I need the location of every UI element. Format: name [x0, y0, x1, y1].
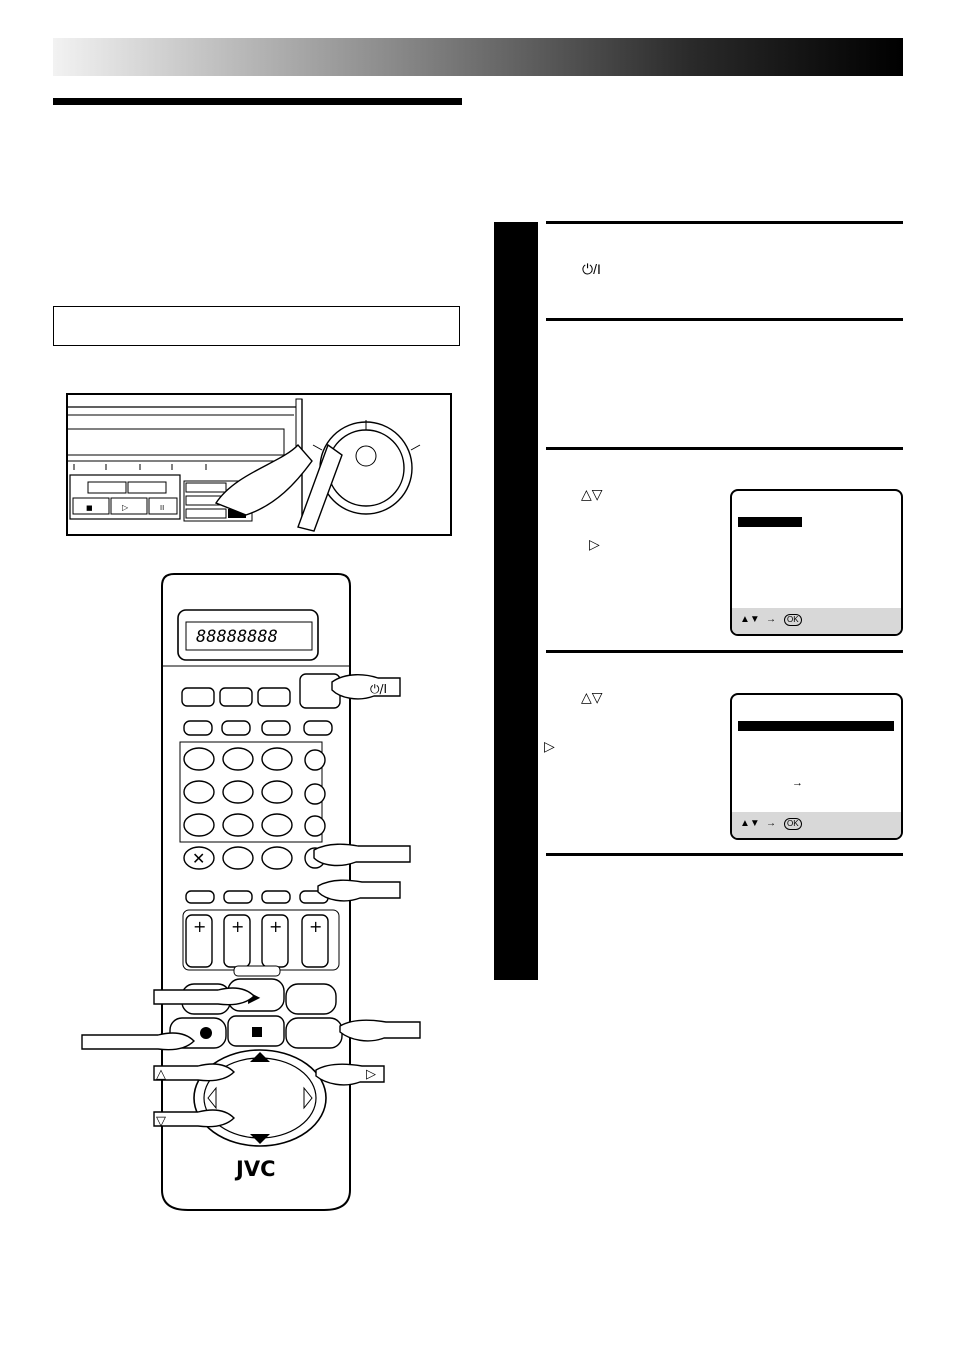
down-arrow-callout: ▽ — [156, 1114, 166, 1129]
osd-2-ok-key: OK — [784, 818, 802, 830]
step-1-rule — [546, 221, 903, 224]
svg-text:▷: ▷ — [122, 503, 129, 512]
osd-2-footer-keys: ▲▼ — [740, 818, 760, 829]
step-5-rule — [546, 853, 903, 856]
svg-text:+: + — [269, 917, 282, 936]
svg-text:+: + — [193, 917, 206, 936]
step-3-rule — [546, 447, 903, 450]
osd-2-selection-highlight — [738, 721, 894, 731]
remote-brand-logo: JVC — [234, 1157, 275, 1181]
svg-text:▶: ▶ — [248, 987, 261, 1006]
osd-1-selection-highlight — [738, 517, 802, 527]
step-4-right-arrow: ▷ — [544, 738, 555, 754]
osd-1-footer-arrow: → — [766, 614, 776, 625]
power-callout-label: ⏻/I — [370, 682, 387, 696]
step-1-power-symbol: ⏻/I — [582, 261, 601, 277]
osd-2-inline-arrow: → — [792, 777, 803, 789]
svg-text:II: II — [160, 504, 164, 512]
osd-2-footer-arrow: → — [766, 818, 776, 829]
svg-text:✕: ✕ — [192, 849, 205, 868]
remote-display-text: 88888888 — [196, 627, 278, 647]
osd-2-footer: ▲▼ → OK — [732, 812, 901, 838]
step-3-right-arrow: ▷ — [589, 536, 600, 552]
note-box — [53, 306, 460, 346]
svg-text:■: ■ — [86, 504, 93, 512]
osd-1-footer-keys: ▲▼ — [740, 614, 760, 625]
up-arrow-callout: △ — [156, 1067, 166, 1082]
svg-text:+: + — [309, 917, 322, 936]
step-3-nav-arrows: △▽ — [581, 486, 603, 502]
osd-screen-2: → ▲▼ → OK — [730, 693, 903, 840]
osd-screen-1: ▲▼ → OK — [730, 489, 903, 636]
vcr-front-panel-illustration: ■ ▷ II — [66, 393, 452, 536]
remote-control-illustration: 88888888 ✕ — [81, 573, 421, 1211]
step-4-rule — [546, 650, 903, 653]
section-title-rule — [53, 98, 462, 105]
page-header-band — [53, 38, 903, 76]
step-4-nav-arrows: △▽ — [581, 689, 603, 705]
step-2-rule — [546, 318, 903, 321]
right-arrow-callout: ▷ — [366, 1067, 376, 1082]
osd-1-ok-key: OK — [784, 614, 802, 626]
steps-side-bar — [494, 222, 538, 980]
osd-1-footer: ▲▼ → OK — [732, 608, 901, 634]
svg-text:+: + — [231, 917, 244, 936]
